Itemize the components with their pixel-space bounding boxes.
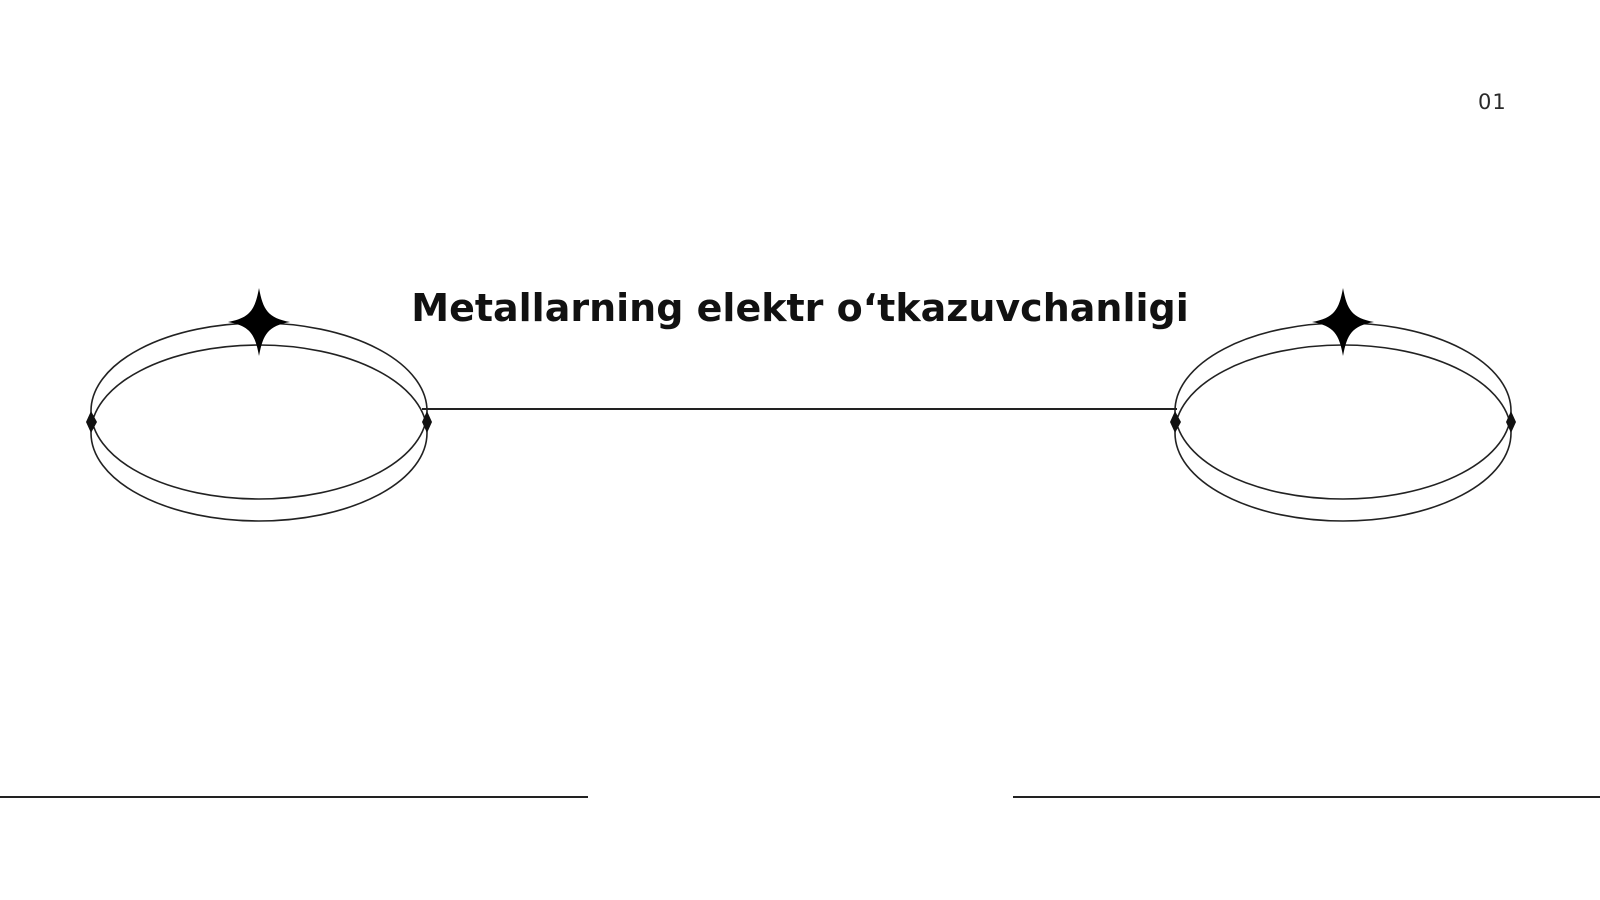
right-sparkle-icon xyxy=(1312,288,1374,356)
left-sparkle-icon xyxy=(228,288,290,356)
slide-title: Metallarning elektr o‘tkazuvchanligi xyxy=(411,286,1189,330)
page-number: 01 xyxy=(1478,90,1507,114)
